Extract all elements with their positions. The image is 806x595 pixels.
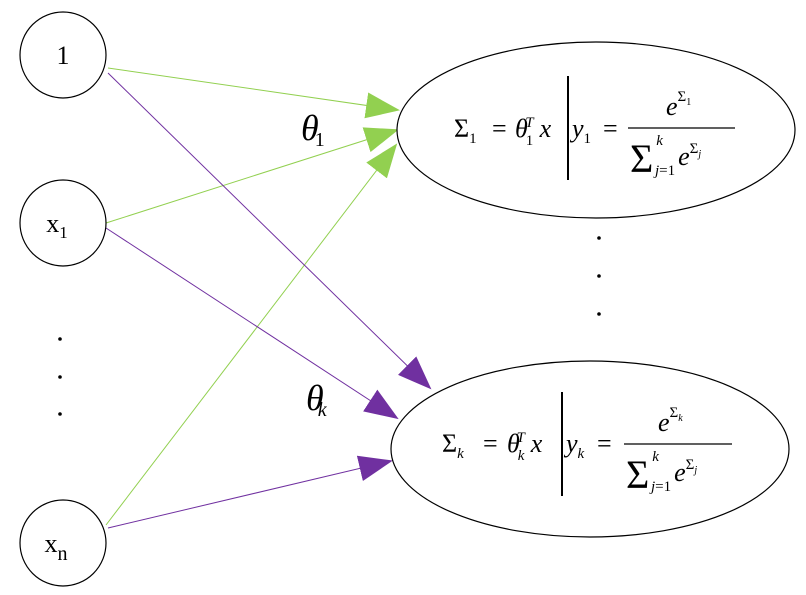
input-ellipsis-dots xyxy=(58,337,62,416)
edge-bias-to-output-k xyxy=(107,72,432,390)
input-node-x1-label: x xyxy=(46,209,59,238)
output-1-sum-term: Σ1 xyxy=(454,114,477,147)
input-node-x1: x1 xyxy=(19,179,107,267)
output-k-y-equals: = xyxy=(597,429,612,458)
edges-to-output-1 xyxy=(105,67,400,526)
output-1-numerator: eΣ1 xyxy=(666,89,691,121)
edge-xn-to-output-1 xyxy=(105,143,398,526)
output-k-equals: = xyxy=(483,429,498,458)
output-k-numerator: eΣk xyxy=(658,405,683,437)
output-1-equals: = xyxy=(492,114,507,143)
edges-to-output-k xyxy=(105,72,432,529)
input-node-x1-sub: 1 xyxy=(59,223,68,242)
output-k-y-term: yk xyxy=(563,429,585,462)
output-k-sum-term: Σk xyxy=(442,429,464,462)
input-node-xn-label: x xyxy=(45,529,58,558)
output-1-y-term: y1 xyxy=(569,114,591,147)
input-node-xn-sub: n xyxy=(58,543,68,565)
edge-x1-to-output-1 xyxy=(105,127,399,224)
input-node-bias: 1 xyxy=(19,11,107,99)
edge-x1-to-output-k xyxy=(105,227,399,420)
edge-xn-to-output-k xyxy=(107,455,393,529)
output-1-y-equals: = xyxy=(603,114,618,143)
weight-label-theta-1: θ1 xyxy=(301,108,325,151)
edge-bias-to-output-1 xyxy=(107,67,400,119)
input-node-xn: xn xyxy=(19,499,107,587)
weight-label-theta-k: θk xyxy=(306,378,328,421)
svg-text:x1: x1 xyxy=(46,209,68,242)
svg-text:xn: xn xyxy=(45,529,68,565)
output-ellipsis-dots xyxy=(597,236,601,316)
input-node-bias-label: 1 xyxy=(57,41,70,70)
